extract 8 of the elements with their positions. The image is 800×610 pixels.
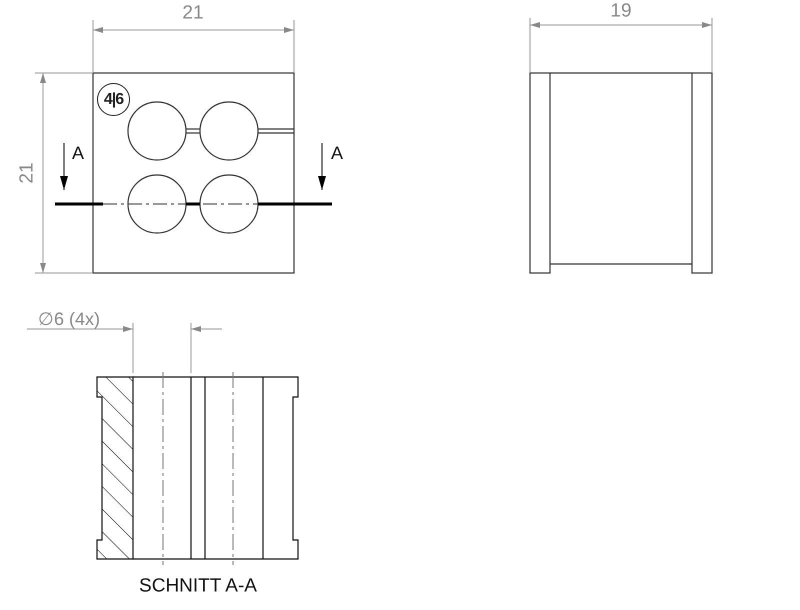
size-marking: 4|6	[97, 83, 130, 116]
dimension-value: 21	[18, 162, 36, 184]
section-letter: A	[72, 144, 84, 162]
dimension-value: ∅6 (4x)	[38, 310, 100, 328]
dimension-value: 21	[182, 4, 204, 22]
section-letter: A	[331, 144, 343, 162]
view-title: SCHNITT A-A	[139, 576, 257, 596]
dimension-value: 19	[610, 2, 632, 20]
